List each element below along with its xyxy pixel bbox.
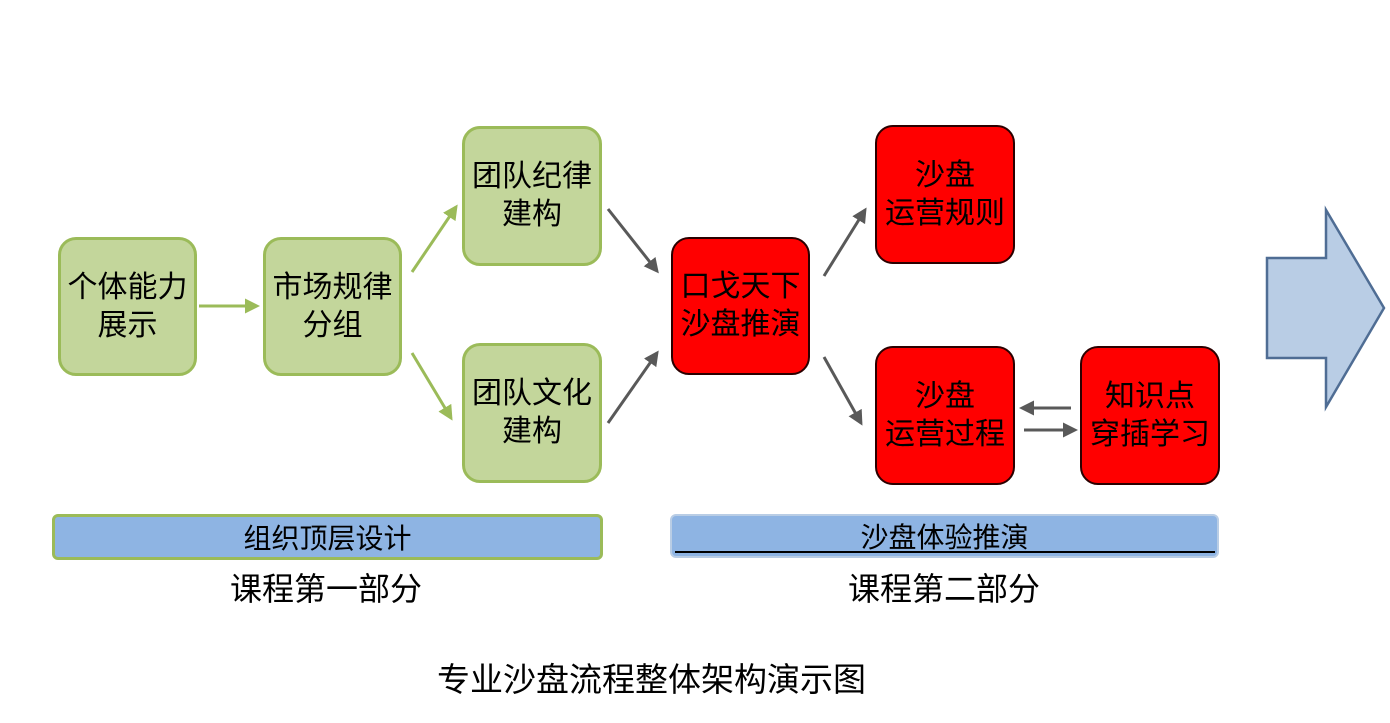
node-market: 市场规律 分组: [263, 237, 402, 376]
arrow-kougetianxia-to-process: [822, 356, 863, 426]
part2-caption: 课程第二部分: [848, 570, 1041, 608]
arrow-market-to-culture: [410, 352, 453, 421]
part1-caption: 课程第一部分: [230, 570, 423, 608]
part2-bar-underline: [675, 551, 1215, 553]
node-process: 沙盘 运营过程: [875, 346, 1015, 485]
node-knowledge: 知识点 穿插学习: [1080, 346, 1220, 485]
node-individual: 个体能力 展示: [58, 237, 197, 376]
arrow-discipline-to-kougetianxia: [606, 208, 659, 274]
arrow-kougetianxia-to-rules: [822, 207, 867, 277]
node-culture: 团队文化 建构: [462, 343, 602, 483]
right-block-arrow-icon: [1265, 205, 1386, 412]
node-discipline: 团队纪律 建构: [462, 126, 602, 266]
arrow-culture-to-kougetianxia: [606, 350, 659, 424]
node-rules: 沙盘 运营规则: [875, 125, 1015, 264]
part2-bar: 沙盘体验推演: [670, 514, 1219, 558]
part1-bar: 组织顶层设计: [52, 514, 603, 560]
diagram-title: 专业沙盘流程整体架构演示图: [437, 660, 866, 699]
node-kougetianxia: 口戈天下 沙盘推演: [671, 237, 810, 375]
arrow-market-to-discipline: [410, 204, 458, 273]
